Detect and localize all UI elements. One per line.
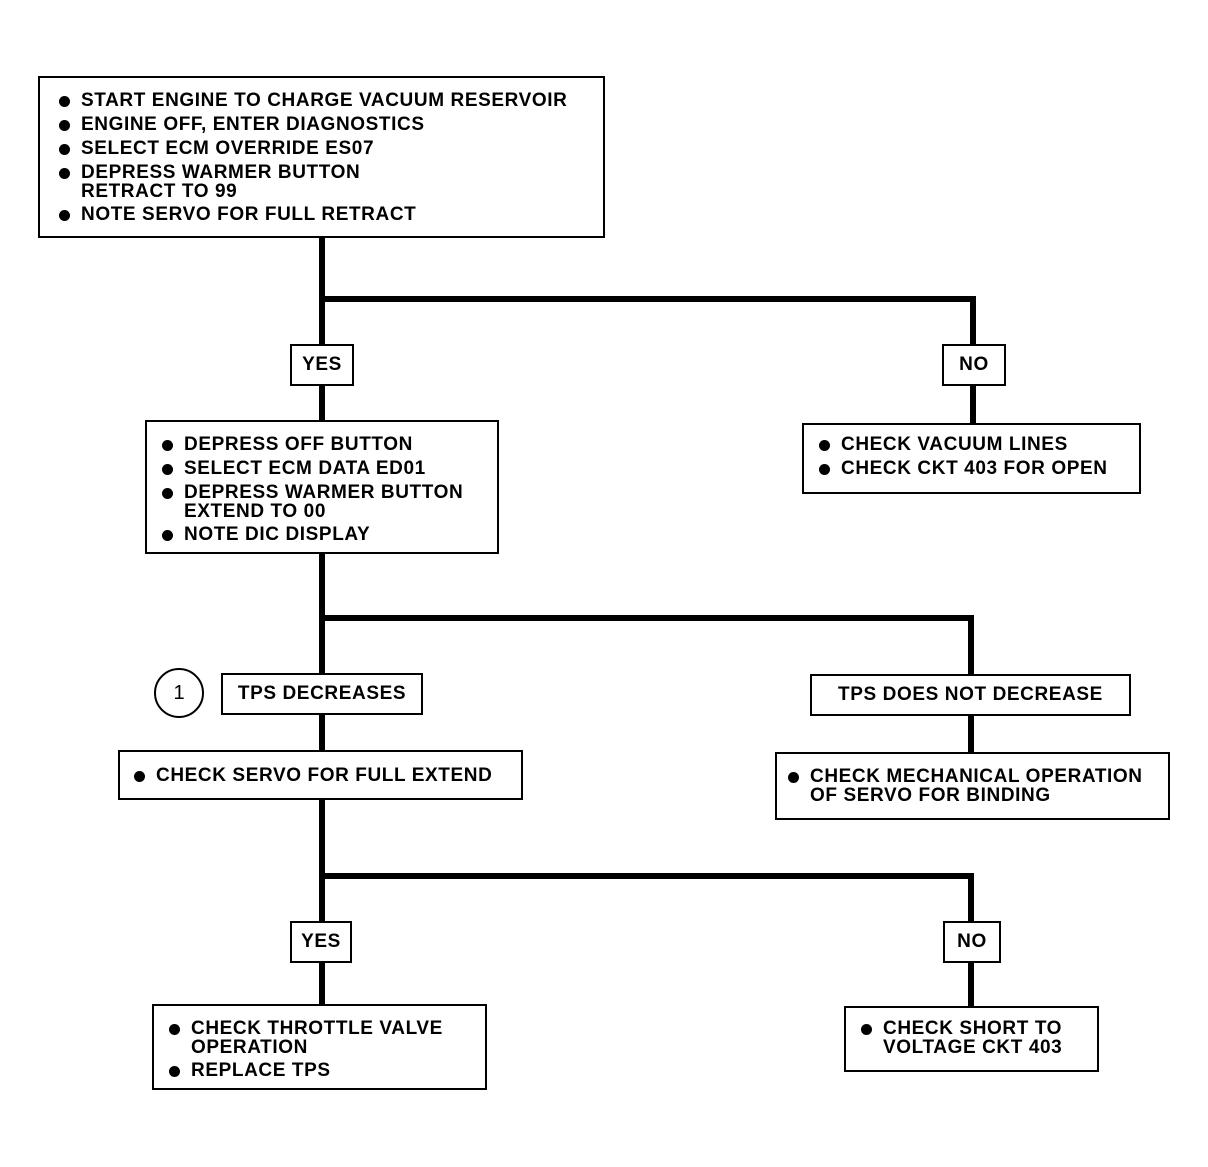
- vacuum-check-box: CHECK VACUUM LINES CHECK CKT 403 FOR OPE…: [802, 423, 1141, 494]
- instruction-item: NOTE DIC DISPLAY: [160, 525, 489, 545]
- no-label: NO: [942, 344, 1006, 386]
- connector-line: [319, 615, 974, 677]
- instruction-item: SELECT ECM OVERRIDE ES07: [57, 139, 595, 159]
- instruction-item: DEPRESS WARMER BUTTON RETRACT TO 99: [57, 163, 595, 201]
- instruction-item: CHECK VACUUM LINES: [817, 435, 1133, 455]
- start-instructions-box: START ENGINE TO CHARGE VACUUM RESERVOIR …: [38, 76, 605, 238]
- tps-decreases-label: TPS DECREASES: [221, 673, 423, 715]
- throttle-valve-box: CHECK THROTTLE VALVE OPERATION REPLACE T…: [152, 1004, 487, 1090]
- instruction-item: NOTE SERVO FOR FULL RETRACT: [57, 205, 595, 225]
- instruction-item: CHECK SERVO FOR FULL EXTEND: [132, 766, 515, 786]
- instruction-item: SELECT ECM DATA ED01: [160, 459, 489, 479]
- instruction-item: DEPRESS WARMER BUTTON EXTEND TO 00: [160, 483, 489, 521]
- yes-label: YES: [290, 921, 352, 963]
- ecm-data-instructions-box: DEPRESS OFF BUTTON SELECT ECM DATA ED01 …: [145, 420, 499, 554]
- servo-extend-check-box: CHECK SERVO FOR FULL EXTEND: [118, 750, 523, 800]
- mechanical-operation-box: CHECK MECHANICAL OPERATION OF SERVO FOR …: [775, 752, 1170, 820]
- instruction-item: ENGINE OFF, ENTER DIAGNOSTICS: [57, 115, 595, 135]
- connector-line: [319, 296, 976, 347]
- no-label: NO: [943, 921, 1001, 963]
- short-to-voltage-box: CHECK SHORT TO VOLTAGE CKT 403: [844, 1006, 1099, 1072]
- tps-not-decrease-label: TPS DOES NOT DECREASE: [810, 674, 1131, 716]
- step-number-marker: 1: [154, 668, 204, 718]
- instruction-item: CHECK CKT 403 FOR OPEN: [817, 459, 1133, 479]
- instruction-item: CHECK SHORT TO VOLTAGE CKT 403: [859, 1019, 1091, 1057]
- instruction-item: CHECK THROTTLE VALVE OPERATION: [167, 1019, 479, 1057]
- connector-line: [319, 873, 974, 924]
- instruction-item: START ENGINE TO CHARGE VACUUM RESERVOIR: [57, 91, 595, 111]
- instruction-item: REPLACE TPS: [167, 1061, 479, 1081]
- instruction-item: DEPRESS OFF BUTTON: [160, 435, 489, 455]
- instruction-item: CHECK MECHANICAL OPERATION OF SERVO FOR …: [786, 767, 1164, 805]
- yes-label: YES: [290, 344, 354, 386]
